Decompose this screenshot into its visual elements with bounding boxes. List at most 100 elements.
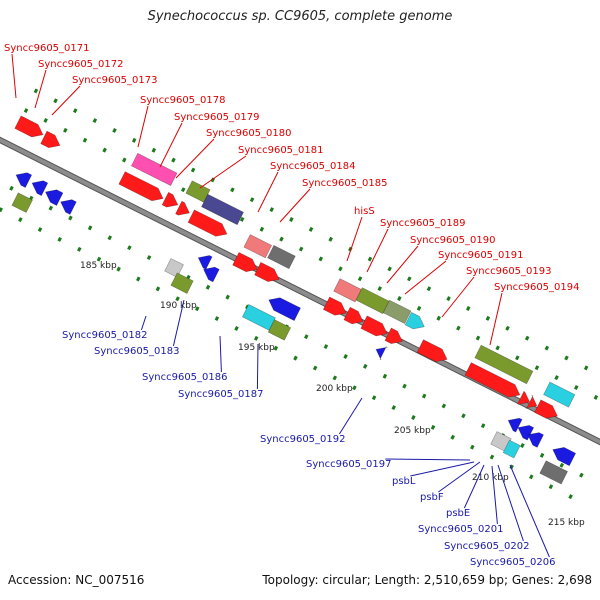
gene-shape-38	[241, 303, 276, 331]
tick-row-top	[23, 108, 29, 114]
leader-line-bottom	[172, 299, 185, 347]
gene-shape-12	[254, 261, 280, 282]
tick-row-bottom-outer	[194, 306, 200, 312]
gene-shape-33	[197, 255, 213, 270]
gene-label-top: Syncc9605_0171	[4, 43, 90, 54]
leader-line-bottom	[256, 343, 259, 390]
gene-shape-29	[31, 180, 49, 196]
tick-row-bottom-outer	[273, 345, 279, 351]
tick-row-bottom	[402, 383, 407, 389]
gene-shape-30	[45, 189, 64, 206]
tick-row-top-outer	[190, 167, 196, 173]
leader-line-top	[386, 245, 419, 284]
scale-label: 195 kbp	[238, 343, 275, 353]
tick-row-bottom-outer	[0, 207, 3, 213]
leader-line-top	[34, 69, 47, 109]
tick-row-bottom	[48, 205, 54, 211]
tick-row-top	[279, 236, 284, 242]
gene-label-top: hisS	[354, 206, 375, 217]
gene-label-top: Syncc9605_0172	[38, 59, 124, 70]
tick-row-bottom-outer	[450, 434, 455, 440]
tick-row-top-outer	[289, 217, 294, 222]
tick-row-top-outer	[367, 256, 373, 262]
tick-row-top	[495, 345, 500, 351]
tick-row-top	[515, 355, 520, 361]
gene-label-bottom: Syncc9605_0192	[260, 434, 346, 445]
tick-row-bottom-outer	[529, 474, 534, 480]
tick-row-bottom-outer	[77, 246, 82, 252]
gene-shape-20	[384, 327, 403, 344]
tick-row-top	[416, 305, 422, 311]
leader-line-bottom	[497, 464, 524, 542]
tick-row-top-outer	[564, 355, 569, 361]
gene-shape-6	[185, 180, 211, 203]
gene-shape-43	[527, 432, 544, 448]
gene-shape-45	[502, 439, 521, 459]
tick-row-bottom	[461, 413, 466, 419]
tick-row-top-outer	[53, 98, 58, 104]
tick-row-top	[534, 365, 540, 371]
tick-row-bottom	[579, 472, 584, 478]
gene-shape-22	[474, 344, 534, 385]
tick-row-bottom-outer	[116, 266, 121, 272]
tick-row-top	[593, 394, 599, 400]
leader-line-bottom	[410, 461, 475, 477]
tick-row-top	[377, 286, 382, 292]
scale-label: 190 kbp	[160, 301, 197, 311]
gene-label-top: Syncc9605_0181	[238, 145, 324, 156]
leader-line-bottom	[491, 465, 498, 525]
tick-row-bottom-outer	[234, 325, 239, 331]
tick-row-bottom-outer	[293, 355, 298, 361]
tick-row-top	[259, 226, 265, 232]
gene-label-top: Syncc9605_0179	[174, 112, 260, 123]
gene-label-top: Syncc9605_0173	[72, 75, 158, 86]
gene-shape-7	[201, 193, 244, 226]
tick-row-bottom	[362, 363, 368, 369]
leader-line-bottom	[463, 464, 485, 509]
gene-shape-5	[175, 200, 190, 216]
gene-label-bottom: Syncc9605_0186	[142, 372, 228, 383]
gene-label-top: Syncc9605_0193	[466, 266, 552, 277]
tick-row-top-outer	[72, 108, 78, 114]
tick-row-bottom	[68, 215, 73, 221]
tick-row-top	[63, 127, 68, 133]
gene-label-bottom: psbF	[420, 492, 444, 503]
gene-shape-40	[375, 346, 389, 361]
topology-text: Topology: circular; Length: 2,510,659 bp…	[262, 573, 592, 587]
gene-shape-28	[15, 172, 33, 188]
tick-row-bottom	[87, 225, 93, 231]
tick-row-bottom	[539, 452, 545, 458]
leader-line-bottom	[338, 397, 363, 435]
tick-row-top-outer	[131, 137, 137, 143]
tick-row-bottom	[225, 294, 230, 300]
gene-shape-26	[543, 381, 576, 408]
gene-shape-47	[539, 460, 568, 485]
tick-row-top-outer	[249, 197, 255, 203]
tick-row-bottom-outer	[214, 316, 220, 322]
tick-row-top	[239, 216, 245, 222]
tick-row-top	[456, 325, 461, 331]
tick-row-top-outer	[387, 266, 392, 272]
leader-line-bottom	[509, 464, 550, 558]
gene-label-bottom: Syncc9605_0182	[62, 330, 148, 341]
gene-shape-21	[416, 339, 448, 362]
tick-row-bottom	[304, 334, 309, 340]
tick-row-top-outer	[151, 147, 157, 153]
scale-label: 210 kbp	[472, 473, 509, 483]
leader-line-top	[159, 122, 183, 168]
gene-shape-8	[187, 209, 228, 237]
tick-row-top-outer	[407, 276, 412, 282]
gene-label-bottom: Syncc9605_0201	[418, 524, 504, 535]
gene-label-top: Syncc9605_0191	[438, 250, 524, 261]
accession-text: Accession: NC_007516	[8, 573, 145, 587]
leader-line-top	[489, 292, 503, 346]
leader-line-top	[346, 216, 363, 262]
leader-line-top	[11, 53, 17, 99]
gene-shape-0	[14, 115, 44, 138]
gene-shape-19	[360, 315, 388, 337]
tick-row-bottom	[441, 403, 447, 409]
tick-row-bottom	[323, 344, 329, 350]
gene-label-top: Syncc9605_0189	[380, 218, 466, 229]
tick-row-top	[574, 385, 579, 390]
